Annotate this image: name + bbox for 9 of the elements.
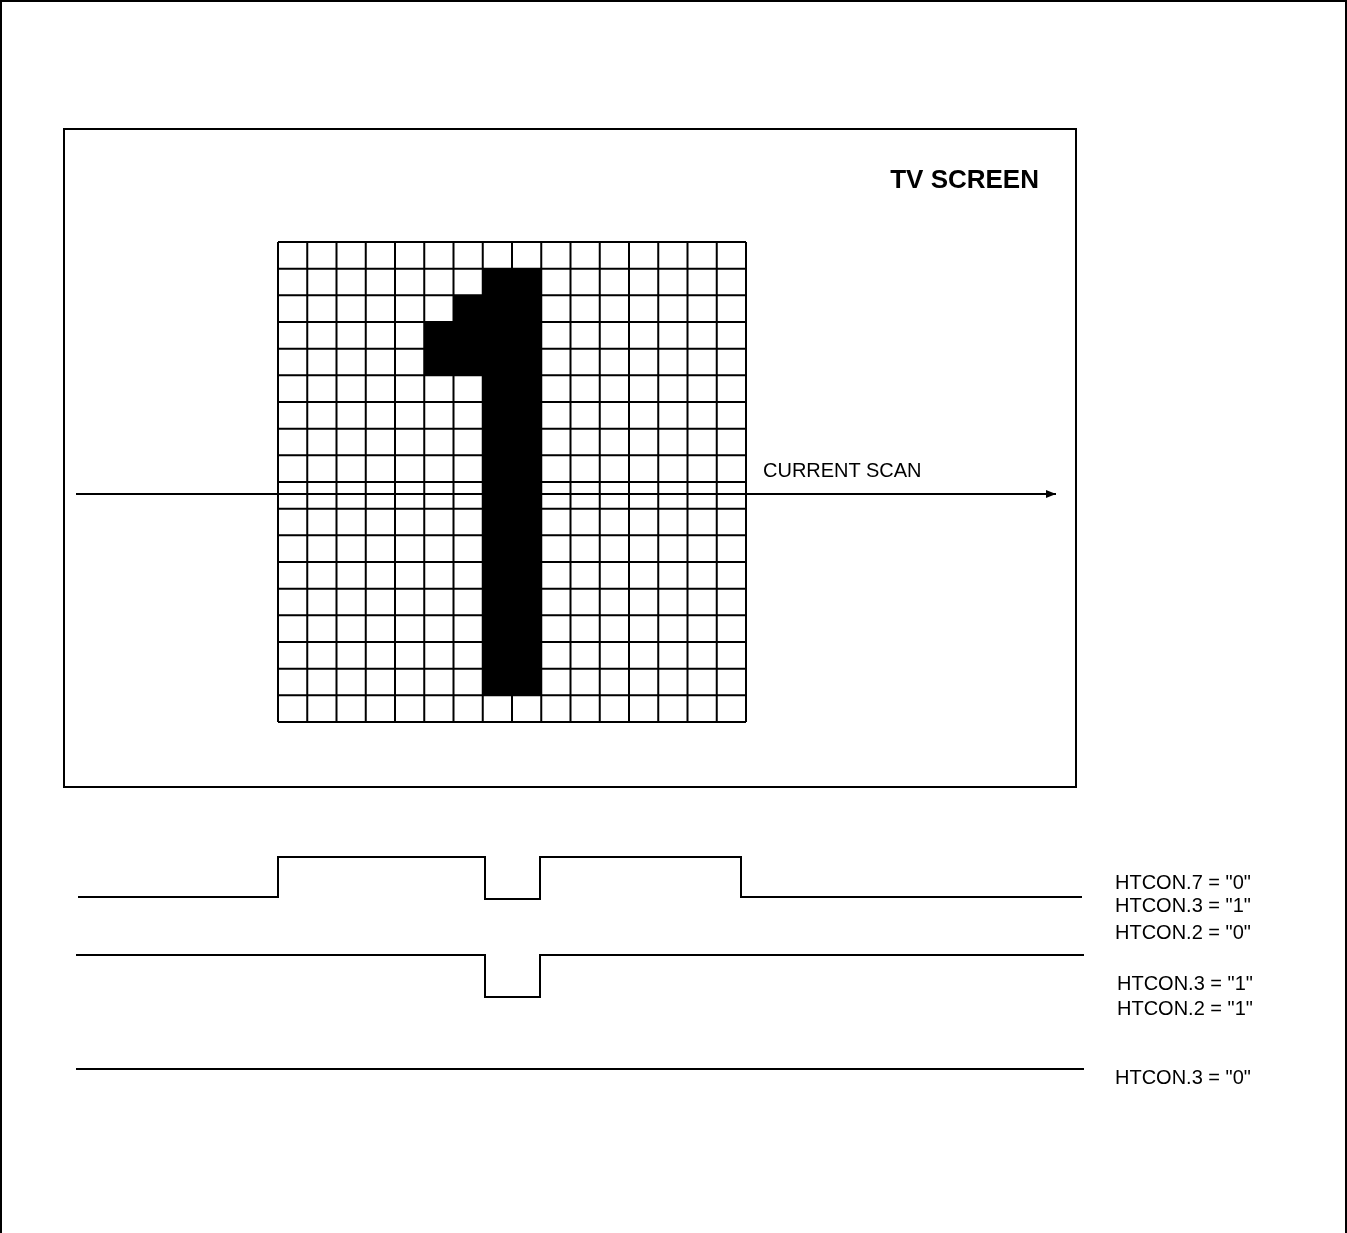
register-setting-label: HTCON.2 = "0" — [1115, 920, 1251, 944]
register-setting-label: HTCON.3 = "1" — [1117, 971, 1253, 995]
register-setting-label: HTCON.7 = "0" — [1115, 870, 1251, 894]
screen-title: TV SCREEN — [890, 164, 1039, 195]
register-setting-label: HTCON.3 = "0" — [1115, 1065, 1251, 1089]
tv-screen-frame — [63, 128, 1077, 788]
register-setting-label: HTCON.3 = "1" — [1115, 893, 1251, 917]
scan-label: CURRENT SCAN — [763, 458, 922, 482]
register-setting-label: HTCON.2 = "1" — [1117, 996, 1253, 1020]
